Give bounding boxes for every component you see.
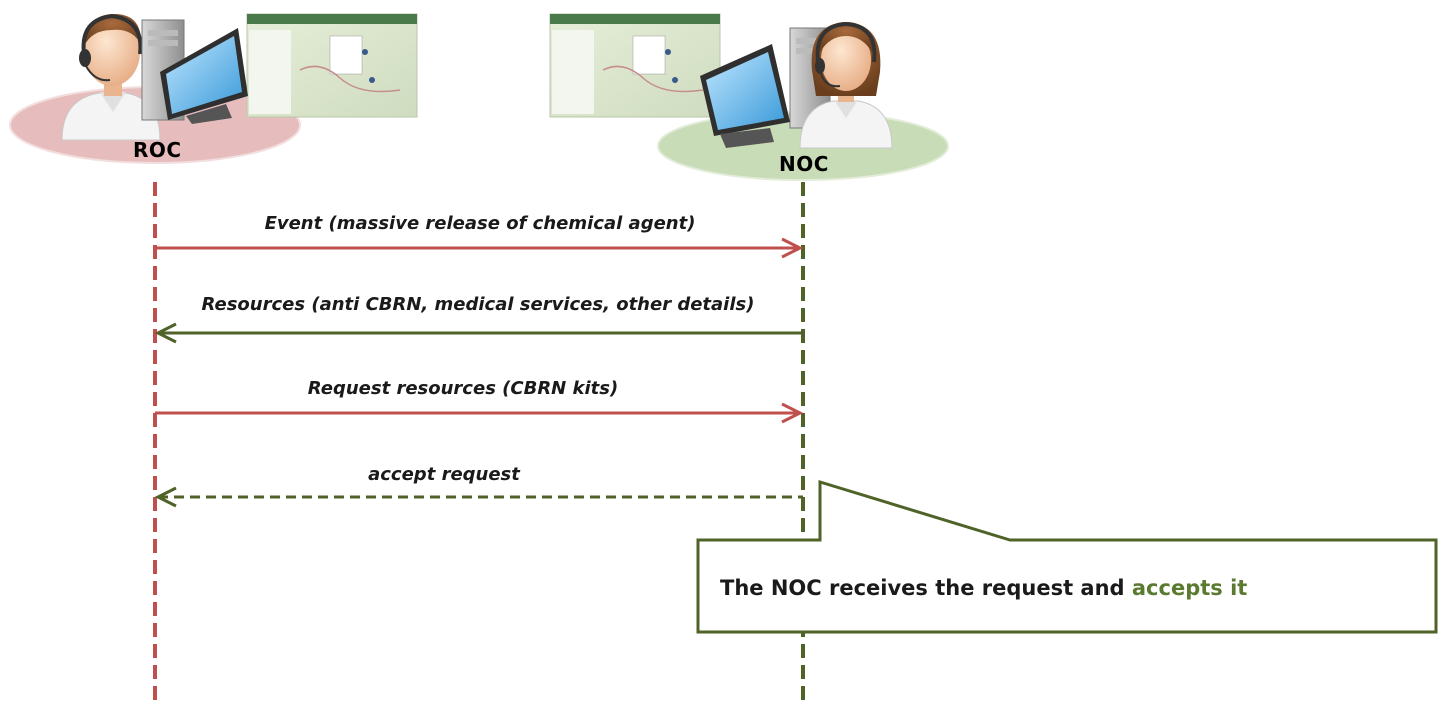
message-label-2: Resources (anti CBRN, medical services, … [201, 294, 755, 315]
message-label-4: accept request [368, 464, 520, 485]
callout-text-highlight: accepts it [1131, 576, 1248, 600]
message-label-1: Event (massive release of chemical agent… [264, 213, 696, 234]
roc-app-screenshot [246, 13, 418, 118]
callout-text: The NOC receives the request and accepts… [720, 576, 1247, 600]
callout-text-prefix: The NOC receives the request and [720, 576, 1132, 600]
message-arrow-4 [154, 486, 803, 508]
message-arrow-2 [154, 322, 803, 344]
roc-computer-icon [141, 19, 248, 124]
roc-actor [9, 13, 418, 164]
noc-app-screenshot [549, 13, 721, 118]
noc-operator-icon [799, 21, 893, 149]
message-label-3: Request resources (CBRN kits) [307, 378, 619, 399]
noc-label: NOC [779, 152, 829, 176]
roc-label: ROC [133, 138, 182, 162]
noc-actor [549, 13, 949, 181]
message-arrow-1 [155, 237, 804, 259]
roc-operator-icon [61, 13, 161, 141]
callout-box [696, 479, 1438, 634]
message-arrow-3 [155, 402, 804, 424]
